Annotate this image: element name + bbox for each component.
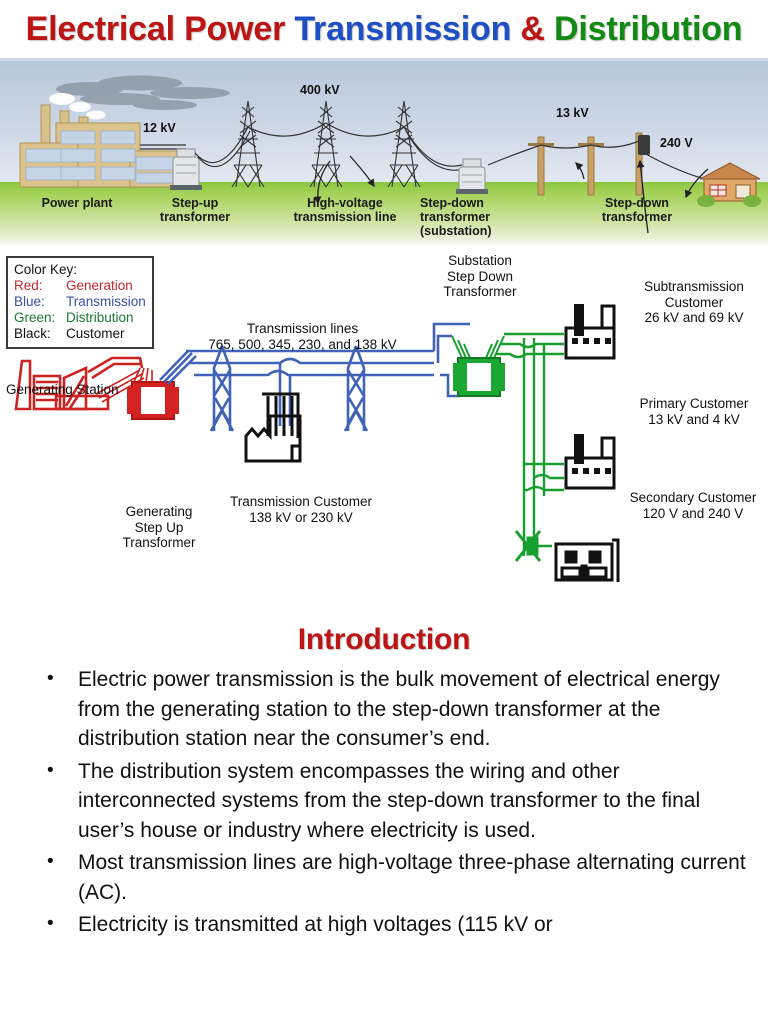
bullet-item: The distribution system encompasses the … bbox=[47, 756, 746, 846]
banner-label-step-down-pole: Step-down transformer bbox=[601, 196, 673, 224]
introduction-section: Introduction Electric power transmission… bbox=[0, 623, 768, 940]
slide-title-bar: Electrical Power Transmission & Distribu… bbox=[0, 0, 768, 58]
primary-windows-icon bbox=[572, 468, 611, 474]
label-primary-customer-voltages: 13 kV and 4 kV bbox=[648, 412, 740, 427]
label-substation-step-down-transformer: Substation Step Down Transformer bbox=[443, 253, 517, 299]
subtransmission-windows-icon bbox=[572, 338, 611, 344]
schematic-artwork bbox=[14, 304, 620, 582]
color-key-label-green: Green: bbox=[14, 310, 56, 325]
color-key-value-generation: Generation bbox=[66, 278, 133, 293]
banner-label-power-plant: Power plant bbox=[41, 196, 113, 210]
label-transmission-lines: Transmission lines bbox=[246, 321, 359, 336]
color-key-label-black: Black: bbox=[14, 326, 51, 341]
grid-schematic-diagram: Color Key: Red: Generation Blue: Transmi… bbox=[0, 246, 768, 601]
introduction-heading: Introduction bbox=[297, 623, 471, 656]
power-plant-icon bbox=[19, 104, 179, 188]
label-primary-customer: Primary Customer bbox=[639, 396, 749, 411]
color-key-row-green: Green: Distribution bbox=[14, 310, 146, 326]
distribution-lines-icon bbox=[496, 332, 564, 556]
bullet-item: Most transmission lines are high-voltage… bbox=[47, 847, 746, 907]
label-subtransmission-customer: Subtransmission Customer bbox=[644, 279, 744, 310]
generating-station-icon bbox=[14, 356, 144, 411]
bullet-item: Electric power transmission is the bulk … bbox=[47, 664, 746, 754]
transmission-customer-icon bbox=[244, 392, 302, 463]
color-key-row-black: Black: Customer bbox=[14, 326, 146, 342]
color-key-row-blue: Blue: Transmission bbox=[14, 294, 146, 310]
color-key-value-distribution: Distribution bbox=[66, 310, 134, 325]
distribution-pole-transformer-icon bbox=[514, 530, 542, 562]
primary-customer-icon bbox=[564, 434, 616, 490]
title-part-transmission: Transmission bbox=[294, 9, 521, 48]
smoke-plume-icon bbox=[56, 75, 230, 110]
color-key-box: Color Key: Red: Generation Blue: Transmi… bbox=[6, 256, 154, 349]
pole-transformer-icon bbox=[638, 135, 650, 155]
label-secondary-customer-voltages: 120 V and 240 V bbox=[642, 506, 744, 521]
label-transmission-customer: Transmission Customer bbox=[229, 494, 373, 509]
substation-step-down-transformer-icon bbox=[451, 335, 505, 397]
color-key-label-blue: Blue: bbox=[14, 294, 45, 309]
title-part-distribution: Distribution bbox=[554, 9, 743, 48]
step-up-transformer-icon bbox=[170, 148, 202, 190]
banner-artwork bbox=[19, 75, 761, 234]
banner-voltage-13kv: 13 kV bbox=[556, 106, 589, 120]
generating-step-up-transformer-icon bbox=[127, 381, 179, 420]
label-generating-station: Generating Station bbox=[6, 382, 119, 397]
label-subtransmission-customer-voltages: 26 kV and 69 kV bbox=[644, 310, 744, 325]
bullet-item: Electricity is transmitted at high volta… bbox=[47, 909, 746, 940]
banner-label-step-up-transformer: Step-up transformer bbox=[159, 196, 231, 224]
introduction-bullet-list: Electric power transmission is the bulk … bbox=[0, 664, 768, 940]
label-generating-step-up-transformer: Generating Step Up Transformer bbox=[122, 504, 196, 550]
utility-pole-icon bbox=[528, 132, 650, 196]
step-down-substation-icon bbox=[456, 158, 488, 194]
title-part-electrical-power: Electrical Power bbox=[25, 9, 295, 48]
page-title: Electrical Power Transmission & Distribu… bbox=[26, 10, 743, 49]
label-secondary-customer: Secondary Customer bbox=[629, 490, 757, 505]
transmission-tower-icon bbox=[231, 100, 421, 188]
subtransmission-customer-icon bbox=[564, 304, 616, 360]
banner-voltage-12kv: 12 kV bbox=[143, 121, 176, 135]
label-transmission-lines-voltages: 765, 500, 345, 230, and 138 kV bbox=[208, 337, 397, 352]
color-key-row-red: Red: Generation bbox=[14, 278, 146, 294]
color-key-value-transmission: Transmission bbox=[66, 294, 146, 309]
label-transmission-customer-voltages: 138 kV or 230 kV bbox=[249, 510, 353, 525]
banner-label-step-down-substation: Step-down transformer (substation) bbox=[420, 196, 492, 238]
banner-voltage-400kv: 400 kV bbox=[300, 83, 340, 97]
color-key-label-red: Red: bbox=[14, 278, 43, 293]
secondary-customer-icon bbox=[554, 538, 620, 582]
color-key-title: Color Key: bbox=[14, 262, 78, 277]
banner-voltage-240v: 240 V bbox=[660, 136, 693, 150]
transmission-lines-icon bbox=[159, 322, 470, 432]
transmission-overview-illustration: 12 kV 400 kV 13 kV 240 V Power plant Ste… bbox=[0, 58, 768, 246]
banner-label-high-voltage-line: High-voltage transmission line bbox=[293, 196, 397, 224]
house-icon bbox=[697, 162, 761, 207]
title-part-ampersand: & bbox=[520, 9, 555, 48]
color-key-value-customer: Customer bbox=[66, 326, 125, 341]
